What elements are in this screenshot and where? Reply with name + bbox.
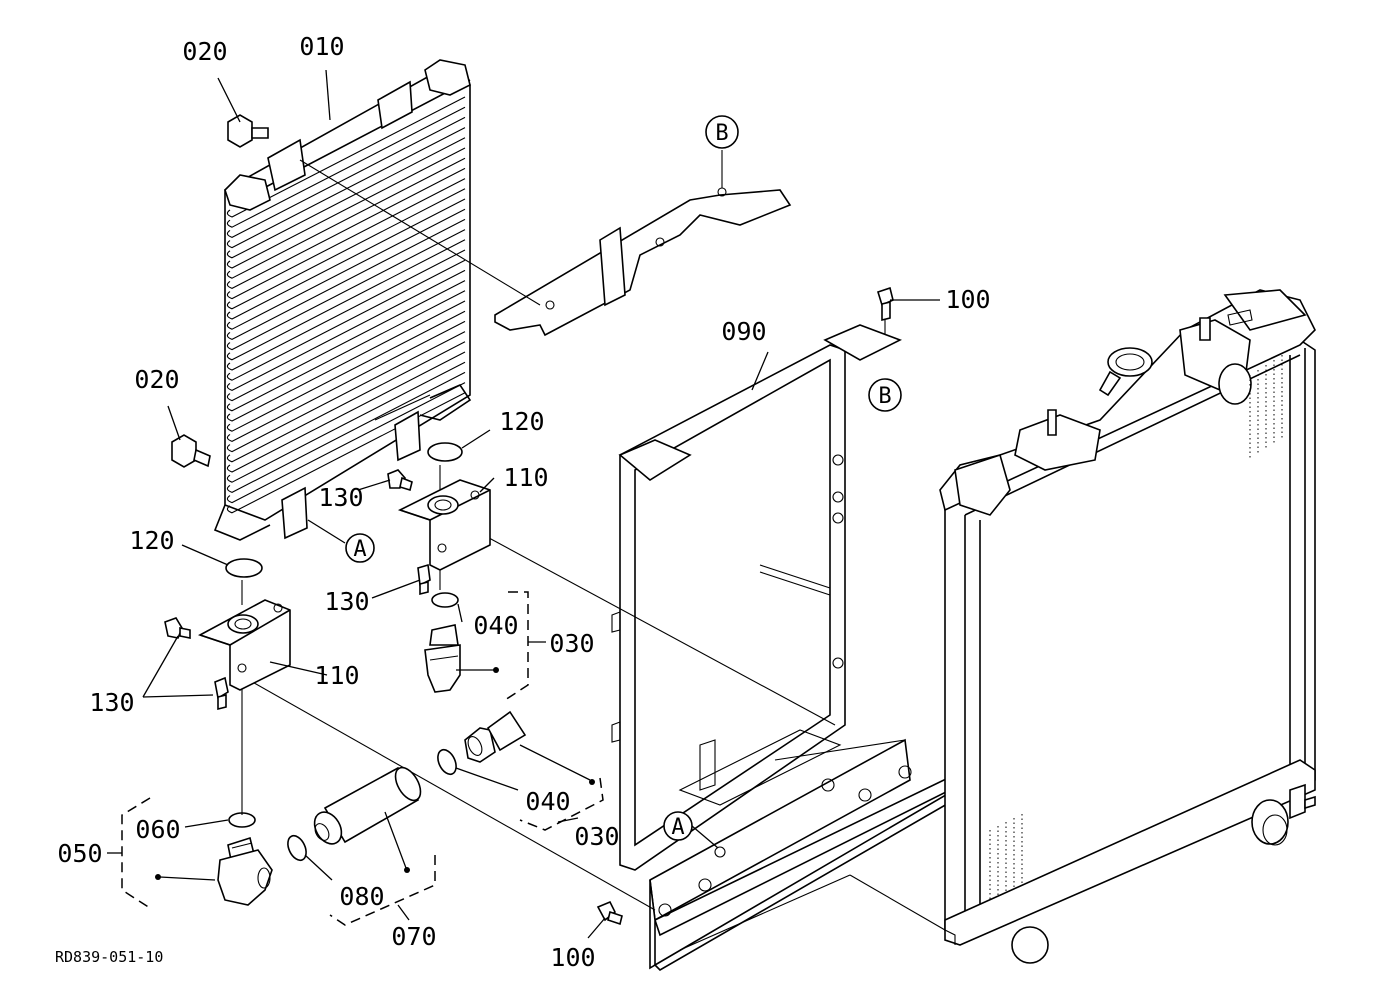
callout-020-lower: 020	[134, 365, 179, 394]
cooler-fin	[226, 269, 466, 392]
cooler-fin	[226, 290, 466, 412]
callout-010-fitting: 020	[182, 37, 227, 66]
cooler-fin	[226, 188, 466, 310]
reference-marker-b-2: B	[868, 378, 902, 412]
radiator	[939, 289, 1316, 964]
cooler-fin	[226, 178, 466, 300]
o-rings	[225, 442, 463, 862]
cooler-fin	[226, 198, 466, 320]
frame-part-090	[611, 324, 902, 871]
callout-030-upper: 030	[549, 629, 594, 658]
cooler-fin	[226, 249, 466, 371]
callout-090: 090	[721, 317, 766, 346]
cooler-fin	[226, 392, 466, 514]
cooler-fin	[226, 208, 466, 330]
cooler-fin	[226, 229, 466, 351]
callout-060: 060	[135, 815, 180, 844]
cooler-fin	[226, 106, 466, 228]
reference-marker-a-1: A	[345, 533, 375, 563]
connector-block-upper-110	[397, 479, 491, 571]
callout-120-lower: 120	[129, 526, 174, 555]
callout-labels: 020 010 020 100 090 120 110 130 120 130 …	[55, 32, 991, 972]
cooler-fin	[226, 167, 466, 290]
fitting-upper-020	[227, 114, 269, 148]
fitting-lower-020	[171, 434, 211, 468]
cooler-fin	[226, 147, 466, 269]
svg-text:A: A	[671, 815, 684, 840]
switch-lower-030	[464, 710, 527, 763]
cooler-fin	[226, 382, 466, 504]
cooler-fin	[226, 259, 466, 381]
filter-element-070	[313, 766, 422, 845]
svg-text:B: B	[878, 384, 891, 409]
cooler-fin	[226, 361, 466, 483]
oil-cooler-part-010	[213, 59, 472, 541]
bolts	[164, 286, 894, 926]
cooler-fin	[226, 351, 466, 473]
cooler-fin	[226, 239, 466, 361]
cooler-fin	[226, 137, 466, 259]
svg-text:A: A	[353, 537, 366, 562]
connector-block-lower-110	[197, 599, 291, 691]
callout-110-lower: 110	[314, 661, 359, 690]
callout-100-lower: 100	[550, 943, 595, 972]
callout-130-lower: 130	[89, 688, 134, 717]
cooler-fin	[226, 341, 466, 463]
cooler-bracket	[494, 150, 792, 337]
cooler-fin	[226, 96, 466, 218]
cooler-fin	[226, 300, 466, 422]
cooler-fin	[226, 157, 466, 279]
callout-130-upper: 130	[318, 483, 363, 512]
cooler-fins	[226, 96, 466, 514]
callout-040-upper: 040	[473, 611, 518, 640]
cooler-fin	[226, 331, 466, 453]
cooler-fin	[226, 310, 466, 432]
switch-upper-030	[424, 624, 461, 693]
reference-marker-b-1: B	[705, 115, 739, 149]
callout-120-upper: 120	[499, 407, 544, 436]
cooler-fin	[226, 371, 466, 494]
callout-130-middle: 130	[324, 587, 369, 616]
cooler-fin	[226, 127, 466, 249]
callout-070: 070	[391, 922, 436, 951]
elbow-fitting-050	[217, 836, 273, 906]
cooler-fin	[226, 116, 466, 239]
cooler-fin	[226, 280, 466, 402]
callout-030-lower: 030	[574, 822, 619, 851]
leaders	[107, 69, 940, 939]
callout-010-cooler: 010	[299, 32, 344, 61]
callout-050: 050	[57, 839, 102, 868]
svg-text:B: B	[715, 121, 728, 146]
cooler-fin	[226, 218, 466, 341]
callout-080: 080	[339, 882, 384, 911]
callout-040-lower: 040	[525, 787, 570, 816]
drawing-code: RD839-051-10	[55, 948, 163, 966]
reference-marker-a-2: A	[663, 811, 693, 841]
cooler-fin	[226, 320, 466, 443]
callout-100-upper: 100	[945, 285, 990, 314]
lower-channel	[649, 729, 982, 972]
callout-110-upper: 110	[503, 463, 548, 492]
